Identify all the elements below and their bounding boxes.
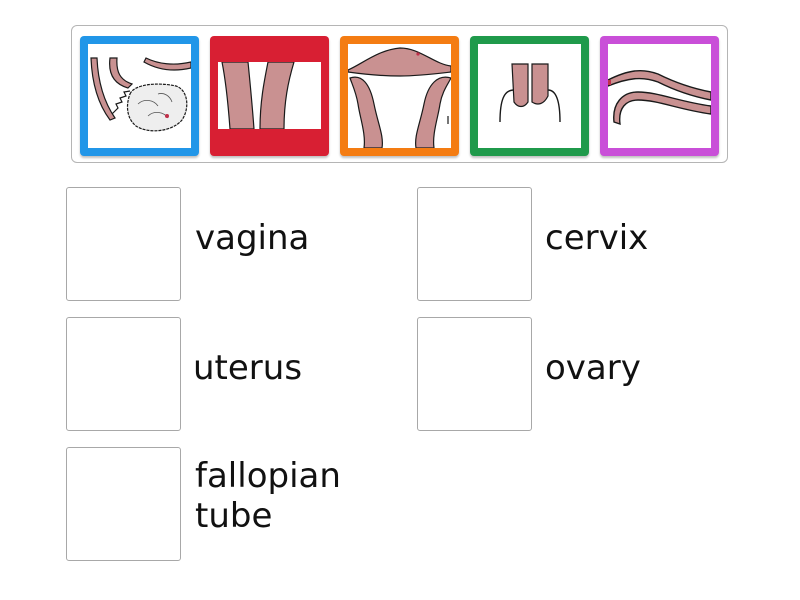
vagina-image xyxy=(218,62,321,129)
target-label-line-2: tube xyxy=(195,496,273,536)
image-tray xyxy=(71,25,728,163)
target-label-fallopian-tube: fallopian tube xyxy=(195,456,341,536)
drop-zone-fallopian-tube[interactable] xyxy=(66,447,181,561)
draggable-tile-fallopian-tube[interactable] xyxy=(600,36,719,156)
draggable-tile-vagina[interactable] xyxy=(210,36,329,156)
drop-zone-uterus[interactable] xyxy=(66,317,181,431)
target-label-cervix: cervix xyxy=(545,218,649,258)
cervix-image xyxy=(478,44,581,148)
vagina-icon xyxy=(221,62,295,129)
drop-zone-vagina[interactable] xyxy=(66,187,181,301)
target-label-uterus: uterus xyxy=(193,348,303,388)
uterus-icon xyxy=(348,47,451,148)
cervix-icon xyxy=(499,63,561,123)
draggable-tile-cervix[interactable] xyxy=(470,36,589,156)
target-label-vagina: vagina xyxy=(195,218,310,258)
draggable-tile-uterus[interactable] xyxy=(340,36,459,156)
drop-zone-cervix[interactable] xyxy=(417,187,532,301)
fallopian-tube-image xyxy=(608,44,711,148)
target-label-ovary: ovary xyxy=(545,348,641,388)
target-label-line-1: fallopian xyxy=(195,456,341,496)
ovary-icon xyxy=(90,57,191,132)
drop-zone-ovary[interactable] xyxy=(417,317,532,431)
draggable-tile-ovary[interactable] xyxy=(80,36,199,156)
uterus-image xyxy=(348,44,451,148)
ovary-image xyxy=(88,44,191,148)
fallopian-tube-icon xyxy=(608,69,711,126)
